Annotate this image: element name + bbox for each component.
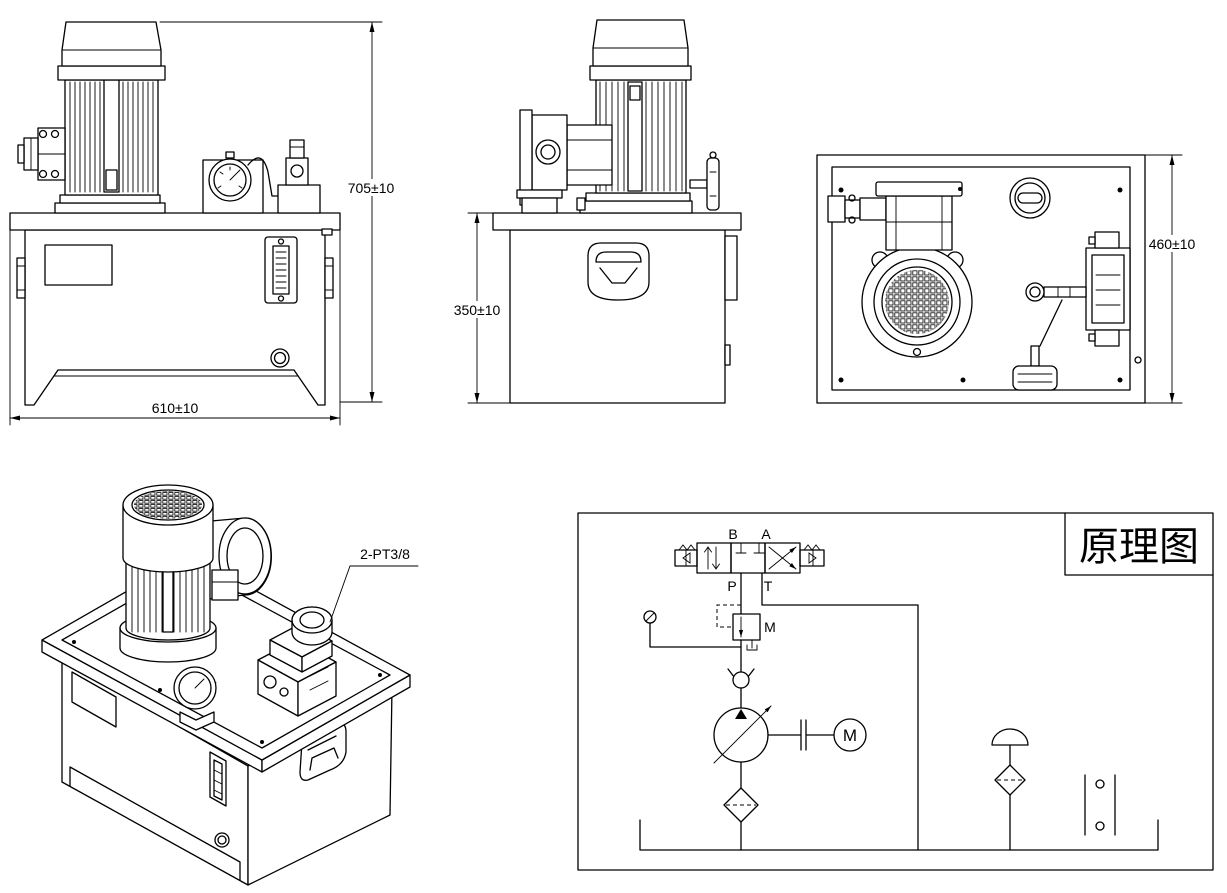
dimension-tank-height: 350±10 (452, 212, 511, 404)
relief-valve-symbol (716, 604, 761, 651)
level-gauge-iso (209, 751, 227, 807)
gauge-line-top (1012, 282, 1087, 391)
directional-valve-top (1085, 231, 1131, 347)
hydraulic-schematic: 原理图 B A P T M (577, 512, 1214, 871)
port-a-label: A (761, 526, 771, 542)
tank-height-dimension-label: 350±10 (454, 302, 501, 318)
fan-cover-side (592, 19, 689, 67)
inspection-window-iso (71, 671, 117, 728)
tank-handle-side (587, 242, 650, 301)
fan-cover (61, 21, 162, 67)
pressure-gauge-symbol (643, 610, 742, 648)
pressure-gauge-iso (173, 650, 272, 731)
right-handle (324, 257, 334, 299)
height-dimension-label: 705±10 (348, 180, 395, 196)
port-callout: 2-PT3/8 (329, 546, 419, 623)
drain-plug-side (724, 344, 731, 366)
top-view: 460±10 (816, 154, 1197, 404)
plate-bolt (321, 228, 333, 236)
return-line (761, 572, 919, 851)
fan-grille-iso (134, 491, 202, 519)
tank-leg-cutout (69, 766, 241, 881)
valve-blocked-ports (735, 542, 765, 554)
fan-grille (885, 270, 949, 334)
tank-symbol (639, 819, 1159, 851)
level-gauge-front (264, 236, 298, 304)
valve-flow-arrows-parallel (704, 546, 720, 570)
suction-filter-symbol (723, 787, 759, 823)
pump-adapter-iso (199, 517, 272, 601)
motor-fins (69, 81, 154, 193)
left-handle-detail (16, 265, 26, 291)
gear-pump-top (827, 181, 963, 251)
schematic-frame (577, 512, 1214, 871)
gear-pump-side (516, 109, 613, 214)
spring-right (803, 544, 821, 551)
drain-plug-iso (214, 832, 230, 848)
level-gauge-symbol (1084, 774, 1116, 836)
motor-nameplate (105, 169, 118, 191)
port-t-label: T (764, 578, 773, 594)
air-breather-symbol (991, 728, 1029, 851)
directional-valve-iso (257, 606, 337, 717)
tank-depth-dimension-label: 460±10 (1149, 236, 1196, 252)
dimension-tank-depth: 460±10 (1144, 154, 1197, 404)
directional-valve-front (277, 139, 321, 214)
motor-iso (119, 484, 217, 663)
left-handle (16, 257, 26, 299)
spring-left (678, 544, 696, 551)
gear-pump-front (17, 127, 66, 181)
tank-top-plate (9, 212, 341, 231)
drain-plug-front (270, 348, 290, 368)
motor-front (54, 21, 166, 214)
title-box (1064, 512, 1214, 576)
plate-bolts (838, 187, 1142, 383)
port-b-label: B (728, 526, 737, 542)
motor-flange (59, 194, 161, 204)
motor-top (861, 246, 973, 358)
inspection-window (44, 244, 113, 286)
solenoid-right (799, 549, 825, 567)
pressure-gauge-side (689, 151, 720, 211)
valve-cross-arrow-2 (768, 546, 797, 570)
relief-valve-label: M (764, 619, 776, 635)
electric-motor-symbol: M (833, 718, 867, 752)
dimension-overall-width: 610±10 (9, 229, 341, 426)
tank-top-plate-side (492, 212, 742, 231)
tank-front (9, 212, 341, 406)
isometric-view: 2-PT3/8 (41, 484, 419, 886)
variable-pump-symbol (713, 705, 772, 764)
width-dimension-label: 610±10 (152, 400, 199, 416)
right-handle-detail (324, 265, 334, 291)
level-gauge-side (724, 235, 738, 301)
port-callout-label: 2-PT3/8 (360, 546, 410, 562)
fan-cover-ring (57, 65, 166, 81)
coupling-symbol (767, 719, 835, 751)
dimension-overall-height: 705±10 (159, 21, 397, 403)
breather-cap-top (1009, 177, 1051, 219)
port-p-label: P (727, 578, 736, 594)
schematic-title: 原理图 (1079, 524, 1199, 570)
check-valve-symbol (727, 668, 755, 689)
motor-base-flange (54, 202, 166, 214)
motor-fins-iso (131, 561, 205, 633)
front-view: 705±10 610±10 (9, 21, 397, 426)
suction-port-top (1012, 365, 1058, 391)
pressure-gauge-front (202, 151, 279, 214)
directional-valve-symbol (674, 542, 825, 574)
motor-label: M (843, 726, 857, 745)
side-view: 350±10 (452, 19, 742, 404)
